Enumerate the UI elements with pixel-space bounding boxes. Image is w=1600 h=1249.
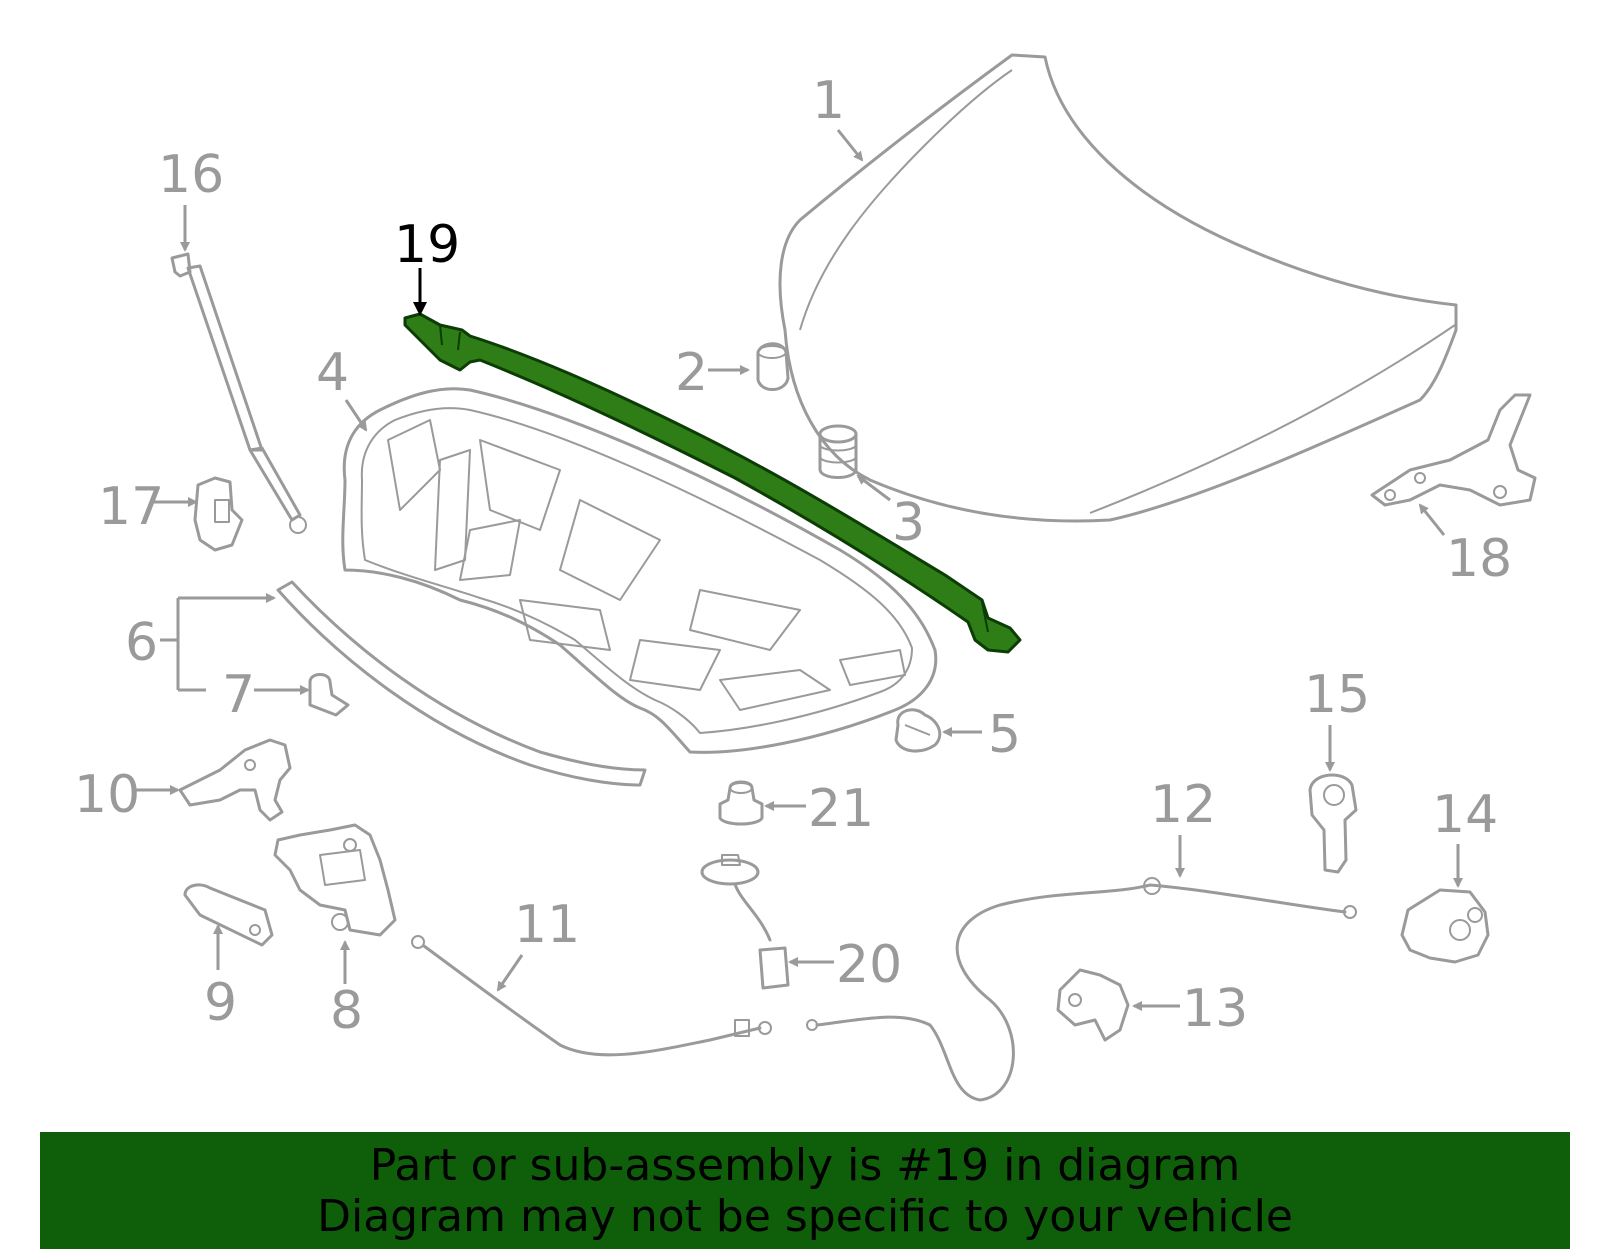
callout-3: 3 xyxy=(892,493,925,553)
callout-13: 13 xyxy=(1182,979,1248,1039)
callout-7: 7 xyxy=(222,665,255,725)
hood-latch xyxy=(273,823,397,937)
banner-line-1: Part or sub-assembly is #19 in diagram xyxy=(369,1139,1241,1191)
hood-switch xyxy=(183,883,274,947)
callout-12: 12 xyxy=(1150,775,1216,835)
hood-panel xyxy=(778,53,1458,523)
hood-stopper xyxy=(718,780,764,826)
banner-line-2: Diagram may not be specific to your vehi… xyxy=(317,1190,1293,1242)
insulator-clip xyxy=(894,708,942,753)
hood-cushion xyxy=(818,424,858,479)
info-banner: Part or sub-assembly is #19 in diagram D… xyxy=(40,1132,1570,1249)
callout-19: 19 xyxy=(394,215,460,275)
callout-5: 5 xyxy=(988,705,1021,765)
hood-bumper-stop xyxy=(756,342,790,391)
callout-18: 18 xyxy=(1446,529,1512,589)
release-cable-front xyxy=(411,935,772,1057)
hood-lift-support xyxy=(170,252,307,534)
callout-2: 2 xyxy=(675,343,708,403)
release-handle xyxy=(1308,773,1358,874)
callout-6: 6 xyxy=(125,613,158,673)
hood-insulator xyxy=(341,387,938,754)
callout-8: 8 xyxy=(330,981,363,1041)
cable-bracket xyxy=(1056,968,1130,1042)
support-bracket xyxy=(193,476,244,552)
callout-17: 17 xyxy=(98,477,164,537)
callout-9: 9 xyxy=(204,973,237,1033)
seal-retainer xyxy=(308,673,350,717)
callout-1: 1 xyxy=(812,71,845,131)
hood-sensor xyxy=(700,854,790,990)
latch-release xyxy=(1400,888,1490,964)
hood-hinge xyxy=(1370,393,1537,507)
safety-catch xyxy=(178,738,292,822)
callout-15: 15 xyxy=(1304,665,1370,725)
callout-20: 20 xyxy=(836,935,902,995)
callout-10: 10 xyxy=(74,765,140,825)
callout-11: 11 xyxy=(514,895,580,955)
callout-4: 4 xyxy=(316,343,349,403)
hood-seal xyxy=(276,580,647,787)
callout-16: 16 xyxy=(158,145,224,205)
callout-14: 14 xyxy=(1432,785,1498,845)
release-cable-rear xyxy=(806,877,1357,1102)
callout-21: 21 xyxy=(808,779,874,839)
hood-reinforcement-bar xyxy=(403,312,1022,654)
